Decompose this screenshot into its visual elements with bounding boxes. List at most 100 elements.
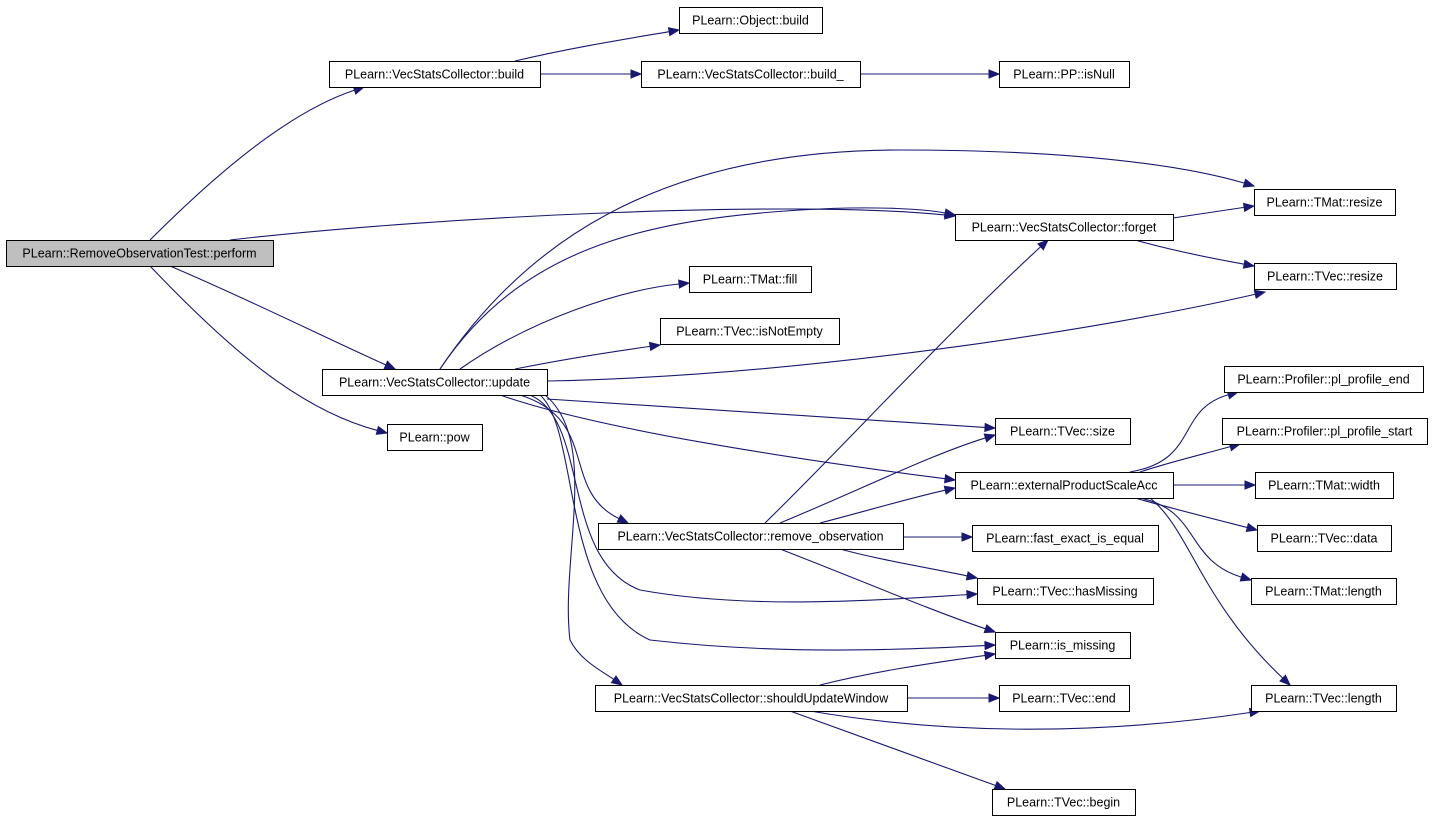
node-remove-obs[interactable]: PLearn::VecStatsCollector::remove_observ…: [598, 523, 904, 550]
edge-line: [789, 710, 996, 787]
arrowhead: [988, 69, 1001, 79]
node-tvec-isnotempty[interactable]: PLearn::TVec::isNotEmpty: [660, 318, 840, 345]
edge-vsc_update-to-tvec_resize: [546, 289, 1267, 382]
arrowhead: [1242, 178, 1256, 188]
node-fast-equal[interactable]: PLearn::fast_exact_is_equal: [972, 525, 1159, 552]
edge-remove_obs-to-is_missing: [779, 548, 997, 634]
node-box: [329, 61, 541, 88]
edge-line: [169, 265, 387, 366]
node-label: PLearn::externalProductScaleAcc: [971, 479, 1158, 493]
edge-line: [439, 149, 1245, 370]
edge-epsa-to-tvec_data: [1134, 497, 1259, 532]
edge-vsc_build-to-vsc_build_: [540, 69, 643, 79]
node-vsc-forget[interactable]: PLearn::VecStatsCollector::forget: [955, 214, 1174, 241]
node-label: PLearn::TVec::resize: [1267, 270, 1383, 284]
node-label: PLearn::fast_exact_is_equal: [986, 532, 1144, 546]
arrowhead: [375, 425, 389, 435]
node-box: [999, 685, 1130, 712]
edge-line: [149, 265, 378, 431]
edge-perform-to-vsc_build: [149, 85, 366, 241]
node-tvec-data[interactable]: PLearn::TVec::data: [1257, 525, 1392, 552]
node-tvec-hasmissing[interactable]: PLearn::TVec::hasMissing: [977, 578, 1154, 605]
node-pow[interactable]: PLearn::pow: [387, 424, 483, 451]
node-label: PLearn::pow: [399, 431, 470, 445]
edge-line: [779, 548, 986, 630]
arrowhead: [1037, 239, 1049, 251]
edge-line: [514, 345, 651, 370]
node-label: PLearn::VecStatsCollector::build_: [657, 68, 844, 82]
edge-line: [544, 394, 615, 680]
node-tvec-length[interactable]: PLearn::TVec::length: [1251, 685, 1397, 712]
arrowhead: [678, 279, 691, 289]
arrowhead: [1245, 522, 1259, 532]
node-box: [1254, 263, 1397, 290]
node-vsc-build[interactable]: PLearn::VecStatsCollector::build: [329, 61, 541, 88]
arrowhead: [1239, 572, 1253, 582]
node-label: PLearn::Profiler::pl_profile_start: [1237, 425, 1413, 439]
node-pl-profile-end[interactable]: PLearn::Profiler::pl_profile_end: [1224, 366, 1424, 393]
arrowhead: [1242, 202, 1256, 213]
node-label: PLearn::TMat::length: [1265, 585, 1382, 599]
edge-should_update-to-is_missing: [819, 650, 997, 686]
edge-epsa-to-tmat_width: [1173, 480, 1257, 490]
edge-line: [1139, 497, 1242, 578]
node-tvec-resize[interactable]: PLearn::TVec::resize: [1254, 263, 1397, 290]
node-label: PLearn::Profiler::pl_profile_end: [1237, 373, 1409, 387]
node-vsc-build-[interactable]: PLearn::VecStatsCollector::build_: [641, 61, 861, 88]
node-label: PLearn::VecStatsCollector::update: [339, 376, 530, 390]
node-tmat-width[interactable]: PLearn::TMat::width: [1255, 472, 1394, 499]
arrowhead: [988, 693, 1001, 703]
arrowhead: [961, 532, 974, 542]
node-label: PLearn::TMat::resize: [1266, 196, 1382, 210]
arrowhead: [943, 473, 957, 484]
edge-line: [546, 398, 986, 428]
edge-line: [1172, 206, 1245, 219]
arrowhead: [966, 589, 979, 600]
node-tmat-resize[interactable]: PLearn::TMat::resize: [1254, 189, 1396, 216]
node-box: [660, 318, 840, 345]
node-box: [955, 472, 1174, 499]
node-box: [1222, 418, 1428, 445]
node-pl-profile-start[interactable]: PLearn::Profiler::pl_profile_start: [1222, 418, 1428, 445]
node-tvec-end[interactable]: PLearn::TVec::end: [999, 685, 1130, 712]
node-is-missing[interactable]: PLearn::is_missing: [995, 632, 1131, 659]
node-box: [992, 789, 1136, 816]
node-box: [689, 266, 812, 293]
arrowhead: [648, 341, 662, 352]
node-box: [6, 240, 274, 267]
node-label: PLearn::RemoveObservationTest::perform: [22, 247, 256, 261]
node-label: PLearn::PP::isNull: [1013, 68, 1114, 82]
node-box: [977, 578, 1154, 605]
node-box: [995, 418, 1131, 445]
node-tvec-size[interactable]: PLearn::TVec::size: [995, 418, 1131, 445]
node-box: [641, 61, 861, 88]
node-box: [999, 61, 1130, 88]
edge-line: [779, 437, 986, 524]
node-tvec-begin[interactable]: PLearn::TVec::begin: [992, 789, 1136, 816]
edge-remove_obs-to-tvec_hasmissing: [839, 548, 979, 581]
node-box: [679, 7, 823, 34]
node-box: [1255, 472, 1394, 499]
edge-line: [546, 293, 1256, 382]
edge-vsc_update-to-remove_obs: [519, 394, 630, 524]
edge-vsc_build-to-obj_build: [514, 27, 681, 62]
node-label: PLearn::TMat::fill: [703, 273, 797, 287]
edge-vsc_update-to-should_update: [544, 394, 624, 686]
node-epsa[interactable]: PLearn::externalProductScaleAcc: [955, 472, 1174, 499]
arrowhead: [983, 624, 997, 634]
node-should-update[interactable]: PLearn::VecStatsCollector::shouldUpdateW…: [595, 685, 908, 712]
edge-remove_obs-to-tvec_size: [779, 433, 997, 524]
node-tmat-fill[interactable]: PLearn::TMat::fill: [689, 266, 812, 293]
node-pp-isnull[interactable]: PLearn::PP::isNull: [999, 61, 1130, 88]
node-vsc-update[interactable]: PLearn::VecStatsCollector::update: [322, 369, 548, 396]
edge-vsc_forget-to-tmat_resize: [1172, 202, 1256, 219]
edge-perform-to-pow: [149, 265, 389, 435]
node-box: [387, 424, 483, 451]
arrowhead: [630, 69, 643, 79]
node-label: PLearn::TVec::length: [1265, 692, 1382, 706]
node-label: PLearn::TVec::isNotEmpty: [676, 325, 823, 339]
node-perform[interactable]: PLearn::RemoveObservationTest::perform: [6, 240, 274, 267]
node-obj-build[interactable]: PLearn::Object::build: [679, 7, 823, 34]
node-tmat-length[interactable]: PLearn::TMat::length: [1251, 578, 1397, 605]
